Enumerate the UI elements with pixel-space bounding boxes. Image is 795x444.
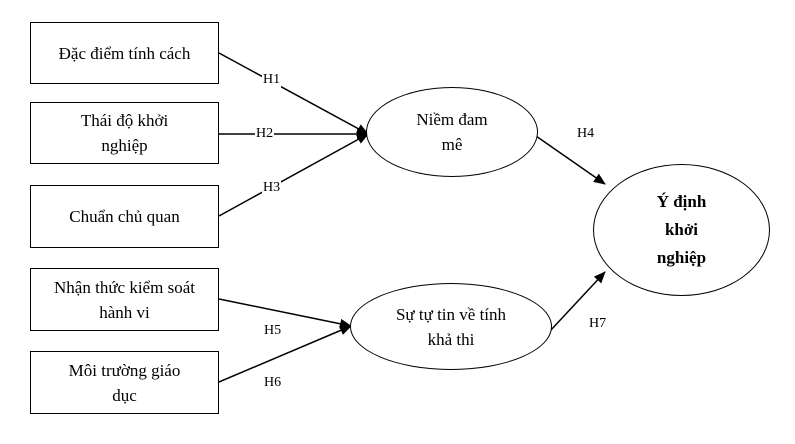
arrow-h5 — [218, 298, 352, 329]
factor-label-attitude: Thái độ khởi nghiệp — [80, 111, 169, 155]
arrow-h3 — [218, 133, 369, 217]
factor-box-attitude: Thái độ khởi nghiệp — [30, 102, 219, 164]
arrow-h6 — [218, 325, 352, 383]
mediator-label-feasibility: Sự tự tin về tính khả thi — [395, 304, 507, 349]
factor-label-subjective-norm: Chuẩn chủ quan — [69, 207, 180, 226]
hypothesis-label-h6: H6 — [263, 375, 283, 391]
outcome-label-intention: Ý định khởi nghiệp — [656, 192, 707, 267]
factor-label-perceived-control: Nhận thức kiểm soát hành vi — [54, 277, 195, 322]
factor-label-education-env: Môi trường giáo dục — [68, 360, 181, 405]
factor-label-personality: Đặc điểm tính cách — [58, 43, 191, 63]
hypothesis-label-h4: H4 — [576, 126, 596, 142]
hypothesis-label-h3: H3 — [262, 180, 282, 196]
mediator-passion: Niềm đam mê — [366, 87, 538, 177]
hypothesis-label-h7: H7 — [588, 316, 608, 332]
arrow-h4 — [535, 135, 606, 185]
hypothesis-label-h5: H5 — [263, 323, 283, 339]
mediator-feasibility: Sự tự tin về tính khả thi — [350, 283, 552, 370]
hypothesis-label-h1: H1 — [262, 72, 282, 88]
mediator-label-passion: Niềm đam mê — [416, 110, 488, 154]
arrow-h7 — [549, 271, 606, 332]
arrow-h1 — [218, 52, 369, 135]
factor-box-subjective-norm: Chuẩn chủ quan — [30, 185, 219, 248]
factor-box-perceived-control: Nhận thức kiểm soát hành vi — [30, 268, 219, 331]
hypothesis-label-h2: H2 — [255, 126, 275, 142]
outcome-intention: Ý định khởi nghiệp — [593, 164, 770, 296]
factor-box-education-env: Môi trường giáo dục — [30, 351, 219, 414]
factor-box-personality: Đặc điểm tính cách — [30, 22, 219, 84]
